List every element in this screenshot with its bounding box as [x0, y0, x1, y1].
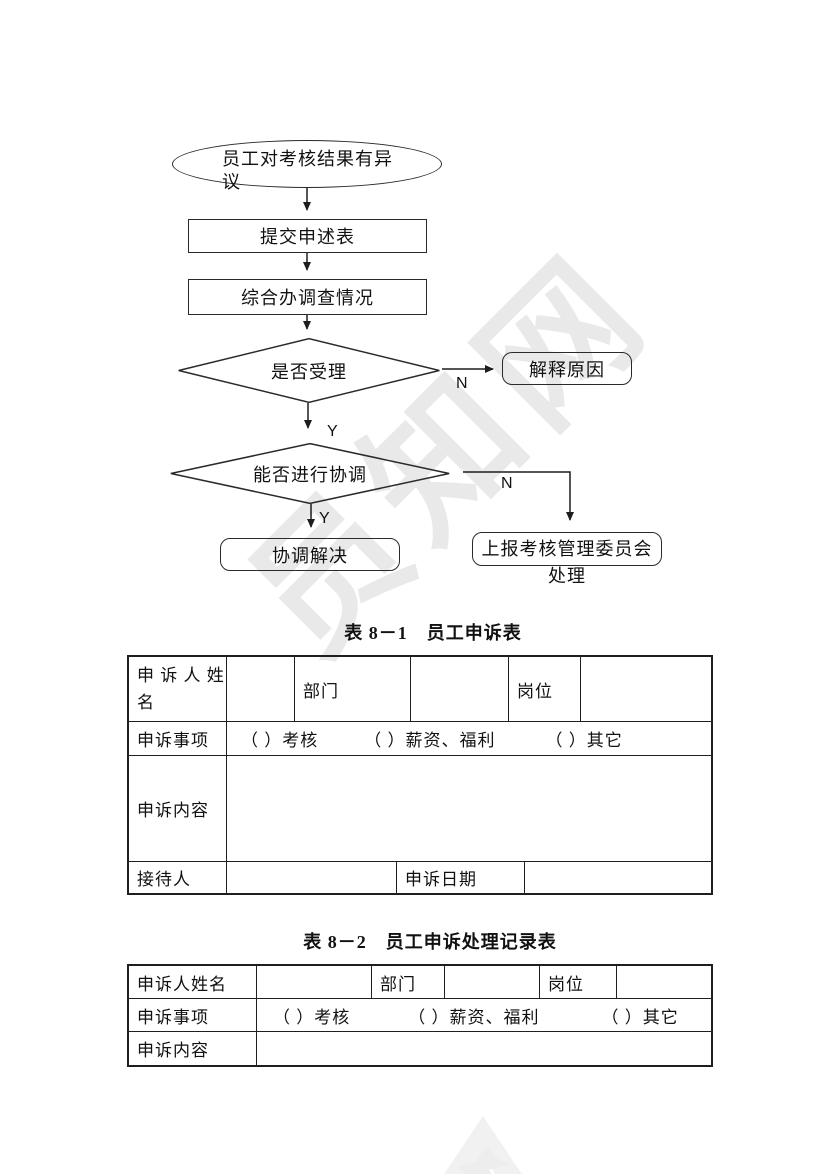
cell-matter-label: 申诉事项 [129, 722, 227, 755]
branch-label-n1: N [456, 375, 468, 392]
table-row: 申诉事项 （ ）考核 （ ）薪资、福利 （ ）其它 [129, 999, 711, 1032]
cell-date-label: 申诉日期 [397, 862, 525, 893]
cell-name-label: 申诉人姓名 [129, 966, 257, 998]
table-row: 申诉内容 [129, 756, 711, 862]
option-salary-welfare: （ ）薪资、福利 [364, 731, 496, 750]
appeal-table: 申 诉 人 姓 名 部门 岗位 申诉事项 （ ）考核 （ ）薪资、福利 （ ）其… [127, 655, 713, 895]
cell-content-label: 申诉内容 [129, 1032, 257, 1065]
flow-node-submit-label: 提交申述表 [260, 227, 355, 247]
option-assessment: （ ）考核 [273, 1007, 351, 1027]
cell-post-label: 岗位 [509, 657, 581, 721]
diamond-shape [168, 443, 452, 504]
cell-content-value [257, 1032, 711, 1065]
table-row: 申诉内容 [129, 1032, 711, 1065]
flow-decision-accept-label: 是否受理 [271, 361, 347, 382]
flow-node-investigate-label: 综合办调查情况 [241, 288, 374, 308]
table-row: 申诉事项 （ ）考核 （ ）薪资、福利 （ ）其它 [129, 722, 711, 756]
cell-name-label: 申 诉 人 姓 名 [129, 657, 227, 721]
flow-node-resolve: 协调解决 [220, 538, 400, 571]
cell-receiver-value [227, 862, 397, 893]
option-salary-welfare: （ ）薪资、福利 [408, 1007, 540, 1027]
cell-dept-label: 部门 [295, 657, 411, 721]
cell-post-value [617, 966, 711, 998]
appeal-record-table: 申诉人姓名 部门 岗位 申诉事项 （ ）考核 （ ）薪资、福利 （ ）其它 申诉… [127, 964, 713, 1067]
cell-matter-options: （ ）考核 （ ）薪资、福利 （ ）其它 [227, 722, 711, 755]
flow-decision-coordinate-label: 能否进行协调 [253, 464, 367, 485]
flow-node-report-label: 上报考核管理委员会处理 [481, 539, 653, 586]
option-assessment: （ ）考核 [241, 731, 319, 750]
branch-label-y1: Y [327, 423, 338, 440]
flow-node-submit: 提交申述表 [188, 219, 427, 253]
branch-label-n2: N [501, 475, 513, 492]
table-row: 申诉人姓名 部门 岗位 [129, 966, 711, 999]
flow-node-start: 员工对考核结果有异议 [172, 140, 442, 192]
flow-node-investigate: 综合办调查情况 [188, 279, 427, 315]
option-other: （ ）其它 [545, 731, 623, 750]
name-label-text: 申 诉 人 姓 名 [137, 666, 225, 712]
diamond-shape [176, 338, 442, 403]
cell-post-value [581, 657, 711, 721]
cell-dept-value [445, 966, 540, 998]
cell-post-label: 岗位 [540, 966, 617, 998]
cell-date-value [525, 862, 711, 893]
cell-name-value [227, 657, 295, 721]
flow-decision-accept: 是否受理 [176, 338, 442, 403]
cell-name-value [257, 966, 372, 998]
flow-node-resolve-label: 协调解决 [272, 545, 348, 566]
flow-node-explain: 解释原因 [502, 352, 632, 385]
cell-dept-value [411, 657, 509, 721]
flow-node-explain-label: 解释原因 [529, 359, 605, 380]
flow-node-report: 上报考核管理委员会处理 [472, 532, 662, 586]
table1-title: 表 8－1 员工申诉表 [344, 623, 522, 643]
table-row: 接待人 申诉日期 [129, 862, 711, 893]
table-row: 申 诉 人 姓 名 部门 岗位 [129, 657, 711, 722]
option-other: （ ）其它 [601, 1007, 679, 1027]
cell-content-value [227, 756, 711, 861]
flow-decision-coordinate: 能否进行协调 [168, 443, 452, 504]
branch-label-y2: Y [319, 510, 330, 527]
cell-matter-options: （ ）考核 （ ）薪资、福利 （ ）其它 [257, 999, 711, 1031]
flow-node-start-label: 员工对考核结果有异议 [222, 149, 393, 192]
cell-receiver-label: 接待人 [129, 862, 227, 893]
cell-matter-label: 申诉事项 [129, 999, 257, 1031]
table2-title: 表 8－2 员工申诉处理记录表 [303, 932, 557, 952]
cell-content-label: 申诉内容 [129, 756, 227, 861]
cell-dept-label: 部门 [372, 966, 445, 998]
